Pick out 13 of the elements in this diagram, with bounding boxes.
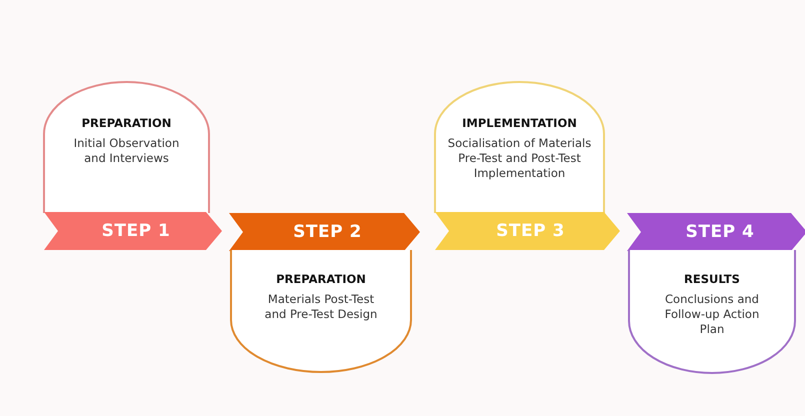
card-text: Initial Observation and Interviews [72,136,180,166]
card-text: Conclusions and Follow-up Action Plan [664,292,760,337]
card-heading: IMPLEMENTATION [462,116,577,130]
step-label: STEP 2 [293,222,362,242]
step-label: STEP 4 [686,222,754,242]
step-label: STEP 1 [102,221,170,241]
card-heading: RESULTS [684,272,740,286]
card-text: Materials Post-Test and Pre-Test Design [264,292,378,322]
step-label: STEP 3 [496,221,565,241]
card-heading: PREPARATION [276,272,366,286]
card-text: Pre-Test and Post-Test Implementation [457,151,582,181]
card-heading: PREPARATION [82,116,172,130]
card-text: Socialisation of Materials [448,136,592,151]
